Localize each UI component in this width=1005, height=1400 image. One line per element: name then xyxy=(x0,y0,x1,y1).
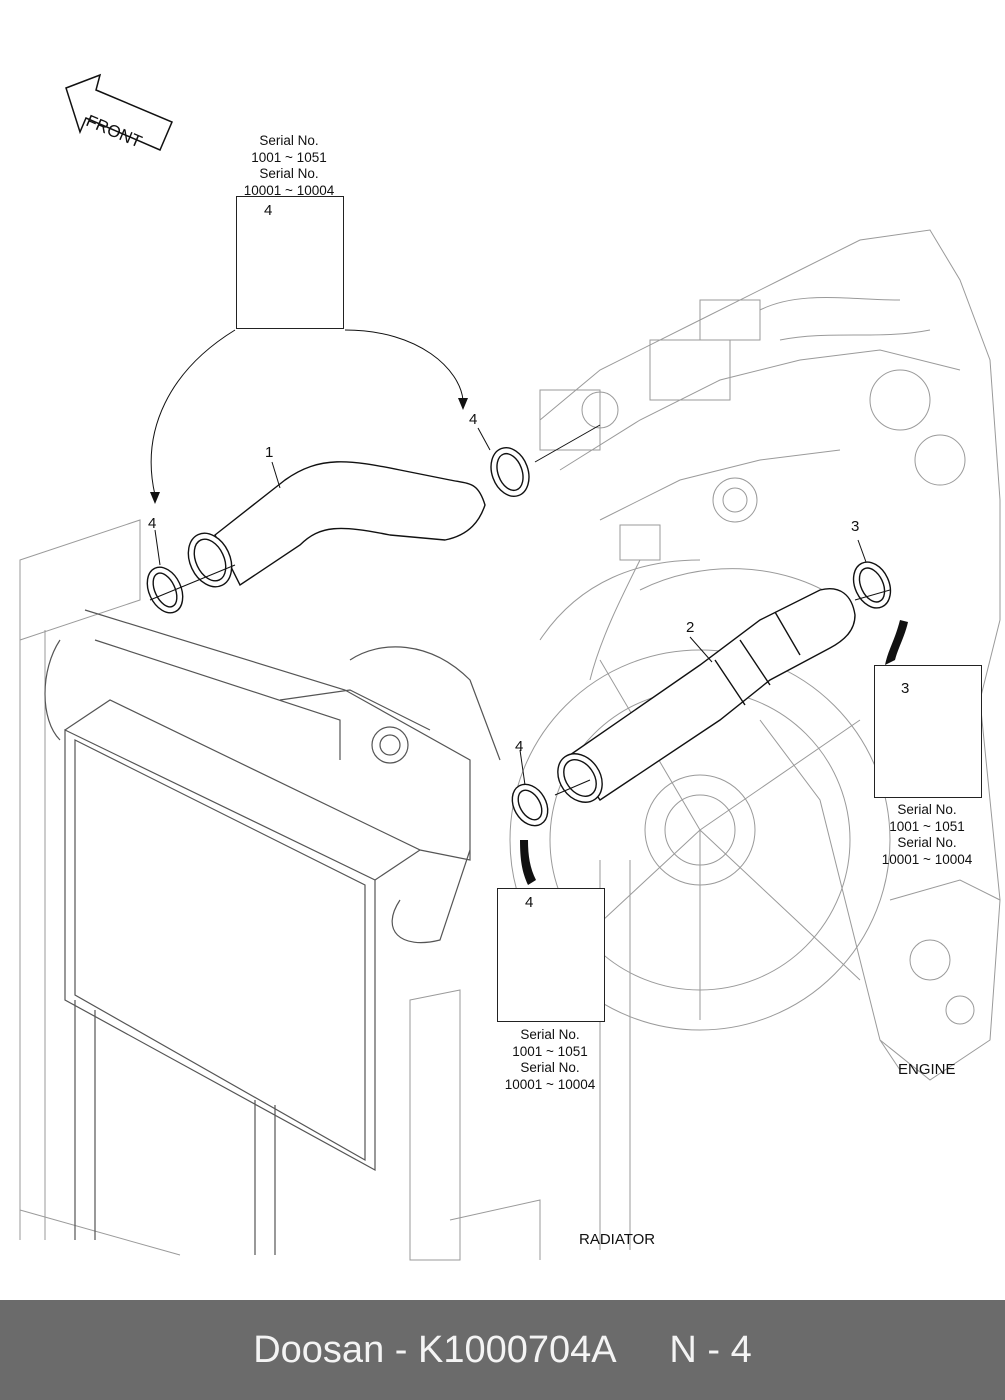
inset-box-bottom xyxy=(497,888,605,1022)
inset-right-callout: 3 xyxy=(901,680,910,697)
engine-label: ENGINE xyxy=(898,1061,956,1078)
inset-right-serial: Serial No. 1001 ~ 1051 Serial No. 10001 … xyxy=(881,802,973,867)
clamps xyxy=(146,447,892,827)
callout-4-left: 4 xyxy=(148,515,157,532)
footer-brand: Doosan xyxy=(253,1328,385,1371)
footer-separator: - xyxy=(394,1328,408,1371)
radiator-label: RADIATOR xyxy=(579,1231,656,1248)
radiator-outline xyxy=(44,609,501,1255)
inset-box-top xyxy=(236,196,344,329)
inset-pointers xyxy=(520,620,908,885)
parts-diagram xyxy=(19,73,1001,1261)
frame-outline xyxy=(19,519,631,1261)
leader-lines xyxy=(149,329,891,796)
callout-3: 3 xyxy=(851,518,860,535)
callout-4-bottom: 4 xyxy=(515,738,524,755)
front-arrow xyxy=(65,73,173,151)
arrow-heads xyxy=(150,398,468,504)
callout-4-top: 4 xyxy=(469,411,478,428)
inset-leaders xyxy=(269,217,919,934)
inset-bottom-serial: Serial No. 1001 ~ 1051 Serial No. 10001 … xyxy=(504,1027,596,1092)
footer-banner: Doosan - K1000704A N - 4 xyxy=(0,1300,1005,1400)
hose-2 xyxy=(557,588,856,803)
inset-clamps xyxy=(266,239,969,989)
footer-page-ref: N - 4 xyxy=(669,1328,752,1371)
hose-1 xyxy=(187,461,486,588)
inset-box-right xyxy=(874,665,982,798)
inset-top-callout: 4 xyxy=(264,202,273,219)
inset-top-serial: Serial No. 1001 ~ 1051 Serial No. 10001 … xyxy=(243,133,335,198)
footer-part-code: K1000704A xyxy=(417,1328,617,1371)
inset-bottom-callout: 4 xyxy=(525,894,534,911)
callout-1: 1 xyxy=(265,444,274,461)
callout-2: 2 xyxy=(686,619,695,636)
engine-outline xyxy=(539,229,1001,1081)
